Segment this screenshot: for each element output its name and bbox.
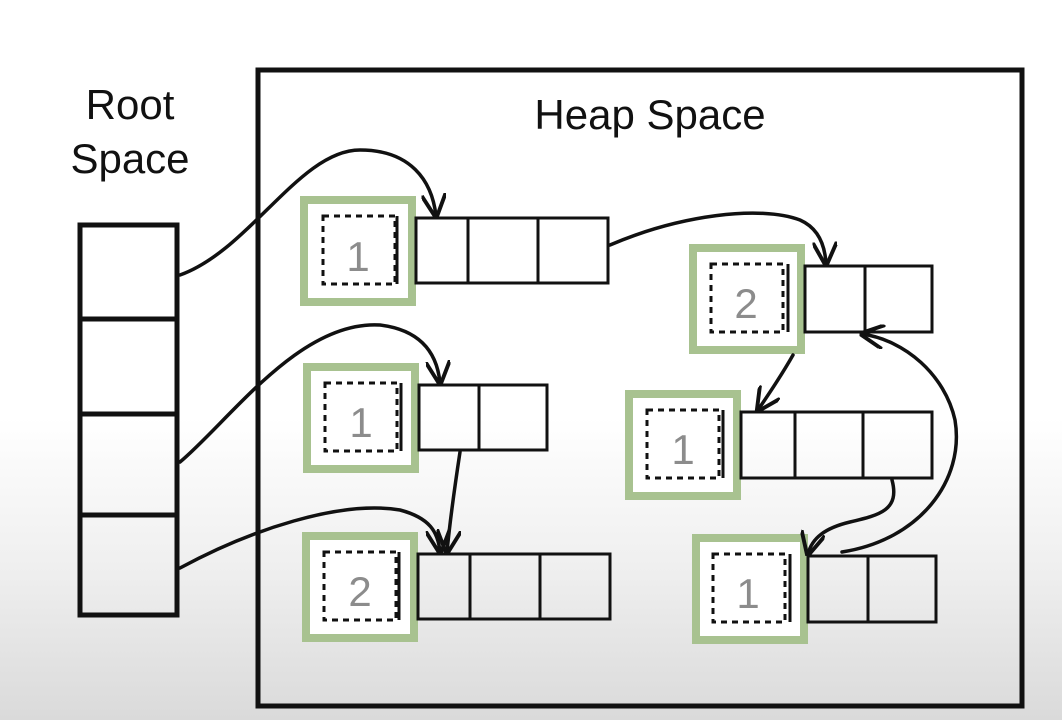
object-field xyxy=(866,554,938,624)
object-field xyxy=(416,552,472,621)
root-space-label-line-1: Root xyxy=(85,81,175,128)
ref-count-dashed-frame xyxy=(645,408,721,480)
object-field xyxy=(466,216,540,285)
root-slot-1[interactable] xyxy=(77,222,180,322)
arrow-obj-b-to-obj-c xyxy=(447,450,462,552)
root-slot-2[interactable] xyxy=(77,316,180,417)
heap-space-label: Heap Space xyxy=(534,91,766,138)
heap-object-b[interactable]: 1 xyxy=(303,363,549,473)
object-field xyxy=(739,410,797,480)
heap-object-e[interactable]: 1 xyxy=(625,390,934,500)
arrow-root1-to-obj-a xyxy=(178,148,436,277)
object-field xyxy=(538,552,612,621)
object-field xyxy=(861,410,934,480)
arrow-root4-to-obj-c xyxy=(178,506,440,570)
object-field xyxy=(793,410,865,480)
root-slot-3[interactable] xyxy=(77,411,180,518)
heap-object-f[interactable]: 1 xyxy=(692,534,938,644)
object-field xyxy=(468,552,542,621)
arrow-obj-d-to-obj-e xyxy=(758,353,795,410)
root-space-stack xyxy=(77,222,180,618)
ref-count-dashed-frame xyxy=(321,214,397,286)
ref-count-dashed-frame xyxy=(711,552,787,624)
ref-count-dashed-frame xyxy=(709,262,785,334)
root-space-label: Root Space xyxy=(50,78,210,186)
ref-count-value: 1 xyxy=(346,233,369,280)
heap-space-frame xyxy=(255,67,1025,709)
root-slot-4[interactable] xyxy=(77,512,180,618)
ref-count-value: 1 xyxy=(671,426,694,473)
reference-arrows xyxy=(178,148,959,570)
heap-object-d[interactable]: 2 xyxy=(689,244,934,354)
object-field xyxy=(417,383,481,452)
ref-count-value: 1 xyxy=(349,399,372,446)
arrow-obj-f-to-obj-d xyxy=(840,334,959,554)
ref-count-value: 2 xyxy=(734,280,757,327)
object-field xyxy=(536,216,610,285)
ref-count-value: 2 xyxy=(348,568,371,615)
object-field xyxy=(806,554,870,624)
ref-count-value: 1 xyxy=(736,570,759,617)
arrow-obj-a-to-obj-d xyxy=(608,211,826,264)
heap-object-c[interactable]: 2 xyxy=(302,532,612,642)
heap-object-a[interactable]: 1 xyxy=(300,196,610,306)
arrow-obj-e-to-obj-f xyxy=(808,478,896,554)
object-field xyxy=(863,264,934,334)
object-field xyxy=(477,383,549,452)
object-field xyxy=(803,264,867,334)
root-space-label-line-2: Space xyxy=(70,135,190,182)
ref-count-dashed-frame xyxy=(323,381,399,453)
ref-count-dashed-frame xyxy=(322,550,398,622)
arrow-root3-to-obj-b xyxy=(178,323,440,464)
object-field xyxy=(414,216,470,285)
